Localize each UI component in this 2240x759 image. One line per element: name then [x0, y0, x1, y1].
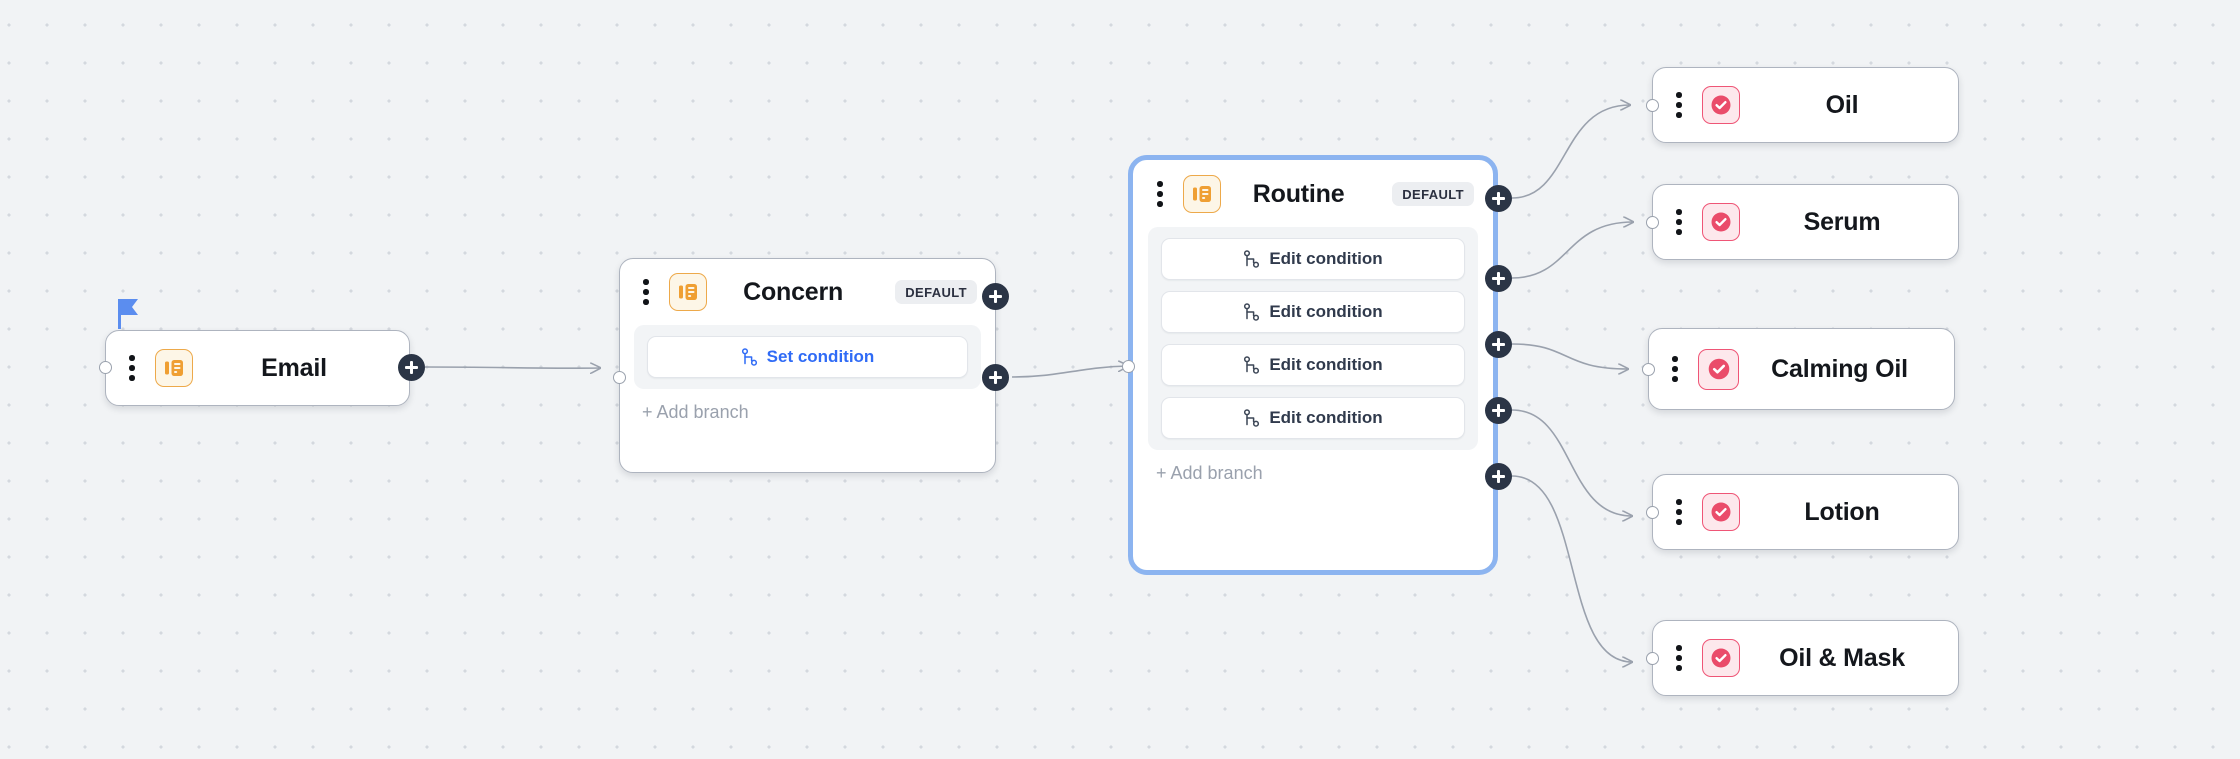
flag-icon [115, 297, 141, 336]
edit-condition-button-3[interactable]: Edit condition [1161, 344, 1465, 386]
port-calming-oil-input[interactable] [1642, 363, 1655, 376]
edge-email-concern [424, 367, 600, 368]
node-title: Oil [1825, 90, 1859, 119]
kebab-menu-icon[interactable] [1671, 92, 1687, 118]
add-node-routine-branch-3-button[interactable] [1485, 397, 1512, 424]
check-circle-red-icon [1702, 493, 1740, 531]
node-outcome-calming-oil[interactable]: Calming Oil [1648, 328, 1955, 410]
check-circle-red-icon [1702, 203, 1740, 241]
check-circle-red-icon [1702, 86, 1740, 124]
kebab-menu-icon[interactable] [1671, 499, 1687, 525]
node-outcome-serum[interactable]: Serum [1652, 184, 1959, 260]
document-orange-icon [1183, 175, 1221, 213]
kebab-menu-icon[interactable] [638, 279, 654, 305]
edit-condition-button-4[interactable]: Edit condition [1161, 397, 1465, 439]
node-email[interactable]: Email [105, 330, 410, 406]
branch-list: Edit condition Edit condition Ed [1148, 227, 1478, 450]
port-oil-mask-input[interactable] [1646, 652, 1659, 665]
edit-condition-button-1[interactable]: Edit condition [1161, 238, 1465, 280]
edge-concern-routine [1011, 366, 1128, 378]
add-node-concern-branch-button[interactable] [982, 364, 1009, 391]
branch-list: Set condition [634, 325, 981, 389]
status-badge: DEFAULT [895, 280, 977, 304]
edge-routine-oil-mask [1511, 475, 1632, 662]
port-oil-input[interactable] [1646, 99, 1659, 112]
add-node-routine-branch-4-button[interactable] [1485, 463, 1512, 490]
node-concern[interactable]: Concern DEFAULT Set condition + Add bran… [619, 258, 996, 473]
add-node-after-email-button[interactable] [398, 354, 425, 381]
add-node-routine-branch-2-button[interactable] [1485, 331, 1512, 358]
node-title: Concern [743, 277, 844, 306]
edge-routine-oil [1511, 105, 1630, 199]
kebab-menu-icon[interactable] [1667, 356, 1683, 382]
node-outcome-lotion[interactable]: Lotion [1652, 474, 1959, 550]
add-node-after-routine-button[interactable] [1485, 185, 1512, 212]
node-title: Oil & Mask [1779, 643, 1905, 672]
add-branch-routine-button[interactable]: + Add branch [1156, 463, 1263, 483]
edit-condition-label-2: Edit condition [1269, 302, 1383, 321]
branch-icon [1244, 409, 1260, 427]
port-lotion-input[interactable] [1646, 506, 1659, 519]
set-condition-button[interactable]: Set condition [647, 336, 968, 378]
set-condition-label: Set condition [766, 347, 875, 366]
status-badge: DEFAULT [1392, 182, 1474, 206]
port-routine-input[interactable] [1122, 360, 1135, 373]
node-title: Serum [1803, 207, 1881, 236]
node-outcome-oil-mask[interactable]: Oil & Mask [1652, 620, 1959, 696]
edit-condition-label-1: Edit condition [1269, 249, 1383, 268]
port-concern-input[interactable] [613, 371, 626, 384]
check-circle-red-icon [1698, 348, 1739, 390]
kebab-menu-icon[interactable] [1152, 181, 1168, 207]
document-orange-icon [669, 273, 707, 311]
port-email-input[interactable] [99, 361, 112, 374]
node-title: Routine [1252, 179, 1345, 208]
kebab-menu-icon[interactable] [1671, 645, 1687, 671]
check-circle-red-icon [1702, 639, 1740, 677]
node-outcome-oil[interactable]: Oil [1652, 67, 1959, 143]
node-title: Calming Oil [1771, 354, 1908, 383]
add-node-routine-branch-1-button[interactable] [1485, 265, 1512, 292]
branch-icon [741, 348, 757, 366]
node-routine[interactable]: Routine DEFAULT Edit condition [1133, 160, 1493, 570]
port-serum-input[interactable] [1646, 216, 1659, 229]
edit-condition-label-4: Edit condition [1269, 408, 1383, 427]
kebab-menu-icon[interactable] [124, 355, 140, 381]
node-title: Email [261, 353, 327, 382]
edit-condition-label-3: Edit condition [1269, 355, 1383, 374]
add-branch-concern-button[interactable]: + Add branch [642, 402, 749, 422]
document-orange-icon [155, 349, 193, 387]
branch-icon [1244, 356, 1260, 374]
edit-condition-button-2[interactable]: Edit condition [1161, 291, 1465, 333]
node-title: Lotion [1804, 497, 1880, 526]
kebab-menu-icon[interactable] [1671, 209, 1687, 235]
add-node-after-concern-button[interactable] [982, 283, 1009, 310]
edge-routine-serum [1511, 222, 1633, 279]
edge-routine-lotion [1511, 409, 1632, 516]
branch-icon [1244, 250, 1260, 268]
edge-routine-calming-oil [1511, 343, 1628, 369]
branch-icon [1244, 303, 1260, 321]
